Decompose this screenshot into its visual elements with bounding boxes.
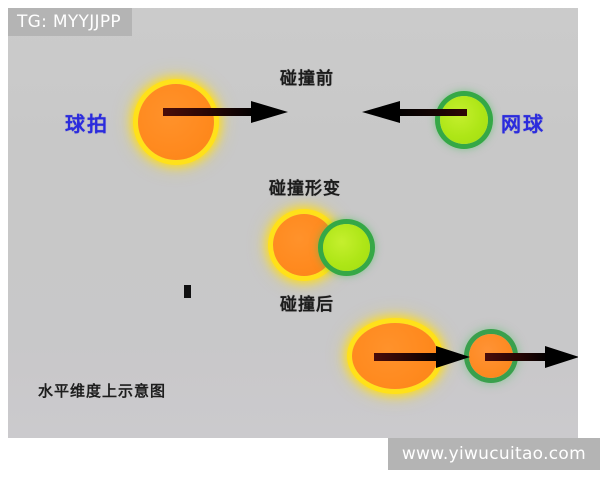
arrow-right-racket-before	[163, 101, 288, 123]
diagram-canvas: 碰撞前 碰撞形变 碰撞后 球拍 网球 水平维度上示意图	[8, 8, 578, 438]
watermark-bottom-right: www.yiwucuitao.com	[387, 438, 600, 470]
label-racket: 球拍	[65, 112, 109, 136]
stage-heading-deformation: 碰撞形变	[269, 179, 341, 199]
stage-heading-after-collision: 碰撞后	[280, 295, 334, 315]
arrow-right-ball-after	[485, 346, 578, 368]
stage-heading-before-collision: 碰撞前	[280, 69, 334, 89]
artifact-mark	[184, 285, 191, 298]
diagram-caption: 水平维度上示意图	[38, 382, 167, 400]
arrow-right-racket-after	[374, 346, 470, 368]
arrow-left-ball-before	[362, 101, 467, 123]
racket-before-collision	[138, 84, 214, 160]
tennis-ball-before-collision	[440, 96, 488, 144]
watermark-top-left: TG: MYYJJPP	[8, 8, 132, 36]
label-tennis-ball: 网球	[501, 112, 545, 136]
tennis-ball-deformed	[323, 224, 370, 271]
